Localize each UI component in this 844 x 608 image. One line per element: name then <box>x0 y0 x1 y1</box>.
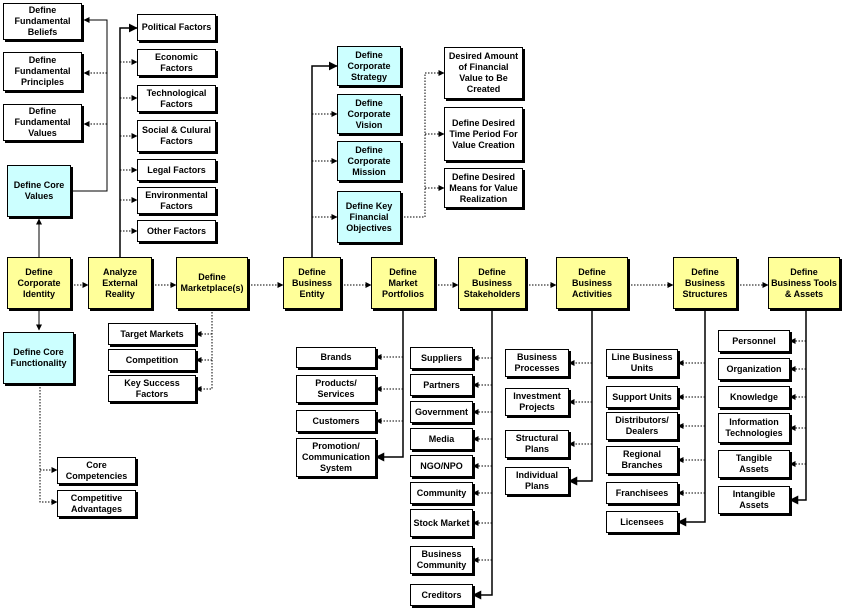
node-individual-plans: Individual Plans <box>505 467 569 495</box>
node-regional-branches: Regional Branches <box>606 446 678 474</box>
node-brands: Brands <box>296 347 376 368</box>
connector <box>195 309 213 392</box>
node-social-cultural-factors: Social & Culural Factors <box>137 120 216 152</box>
node-legal-factors: Legal Factors <box>137 159 216 181</box>
node-other-factors: Other Factors <box>137 220 216 242</box>
node-desired-time-period: Define Desired Time Period For Value Cre… <box>444 107 523 161</box>
connector <box>311 61 338 257</box>
node-corporate-strategy: Define Corporate Strategy <box>337 46 401 86</box>
node-business-processes: Business Processes <box>505 349 569 377</box>
node-creditors: Creditors <box>410 584 473 606</box>
node-organization: Organization <box>718 358 790 380</box>
node-fundamental-values: Define Fundamental Values <box>3 104 82 141</box>
node-franchisees: Franchisees <box>606 482 678 504</box>
node-customers: Customers <box>296 410 376 432</box>
node-political-factors: Political Factors <box>137 14 216 41</box>
node-government: Government <box>410 401 473 423</box>
connector <box>568 309 593 486</box>
node-target-markets: Target Markets <box>108 323 196 345</box>
connector <box>789 309 807 505</box>
node-competition: Competition <box>108 349 196 371</box>
connector <box>39 384 58 505</box>
node-business-activities: Define Business Activities <box>556 257 628 309</box>
node-corporate-vision: Define Corporate Vision <box>337 94 401 134</box>
node-community: Community <box>410 482 473 504</box>
node-analyze-external-reality: Analyze External Reality <box>88 257 152 309</box>
node-licensees: Licensees <box>606 511 678 533</box>
node-business-community: Business Community <box>410 546 473 574</box>
node-core-values: Define Core Values <box>7 165 71 217</box>
node-business-stakeholders: Define Business Stakeholders <box>458 257 526 309</box>
connector <box>677 309 706 527</box>
connector <box>71 17 108 192</box>
node-core-functionality: Define Core Functionality <box>3 332 74 384</box>
node-distributors-dealers: Distributors/ Dealers <box>606 412 678 440</box>
node-desired-amount: Desired Amount of Financial Value to Be … <box>444 47 523 99</box>
node-support-units: Support Units <box>606 386 678 408</box>
node-environmental-factors: Environmental Factors <box>137 187 216 214</box>
node-partners: Partners <box>410 374 473 396</box>
node-investment-projects: Investment Projects <box>505 388 569 416</box>
node-business-structures: Define Business Structures <box>673 257 737 309</box>
node-technological-factors: Technological Factors <box>137 85 216 112</box>
node-structural-plans: Structural Plans <box>505 430 569 458</box>
node-suppliers: Suppliers <box>410 347 473 369</box>
connector <box>119 23 138 257</box>
node-tangible-assets: Tangible Assets <box>718 450 790 478</box>
node-key-financial-objectives: Define Key Financial Objectives <box>337 191 401 243</box>
node-business-tools-assets: Define Business Tools & Assets <box>768 257 840 309</box>
node-stock-market: Stock Market <box>410 509 473 537</box>
node-personnel: Personnel <box>718 330 790 352</box>
node-competitive-advantages: Competitive Advantages <box>57 490 136 517</box>
node-media: Media <box>410 428 473 450</box>
node-line-business-units: Line Business Units <box>606 349 678 377</box>
connector <box>375 309 404 462</box>
node-promotion-system: Promotion/ Communication System <box>296 438 376 477</box>
node-knowledge: Knowledge <box>718 386 790 408</box>
node-key-success-factors: Key Success Factors <box>108 375 196 402</box>
node-business-entity: Define Business Entity <box>283 257 341 309</box>
node-fundamental-beliefs: Define Fundamental Beliefs <box>3 3 82 40</box>
connector <box>472 309 493 600</box>
node-intangible-assets: Intangible Assets <box>718 486 790 514</box>
node-desired-means: Define Desired Means for Value Realizati… <box>444 168 523 208</box>
node-fundamental-principles: Define Fundamental Principles <box>3 52 82 91</box>
node-information-technologies: Information Technologies <box>718 413 790 443</box>
node-ngo-npo: NGO/NPO <box>410 455 473 477</box>
node-marketplace: Define Marketplace(s) <box>176 257 248 309</box>
connector <box>401 70 445 218</box>
node-corporate-identity: Define Corporate Identity <box>7 257 71 309</box>
node-market-portfolios: Define Market Portfolios <box>371 257 435 309</box>
node-corporate-mission: Define Corporate Mission <box>337 141 401 181</box>
node-core-competencies: Core Competencies <box>57 457 136 484</box>
node-economic-factors: Economic Factors <box>137 49 216 76</box>
node-products-services: Products/ Services <box>296 375 376 403</box>
